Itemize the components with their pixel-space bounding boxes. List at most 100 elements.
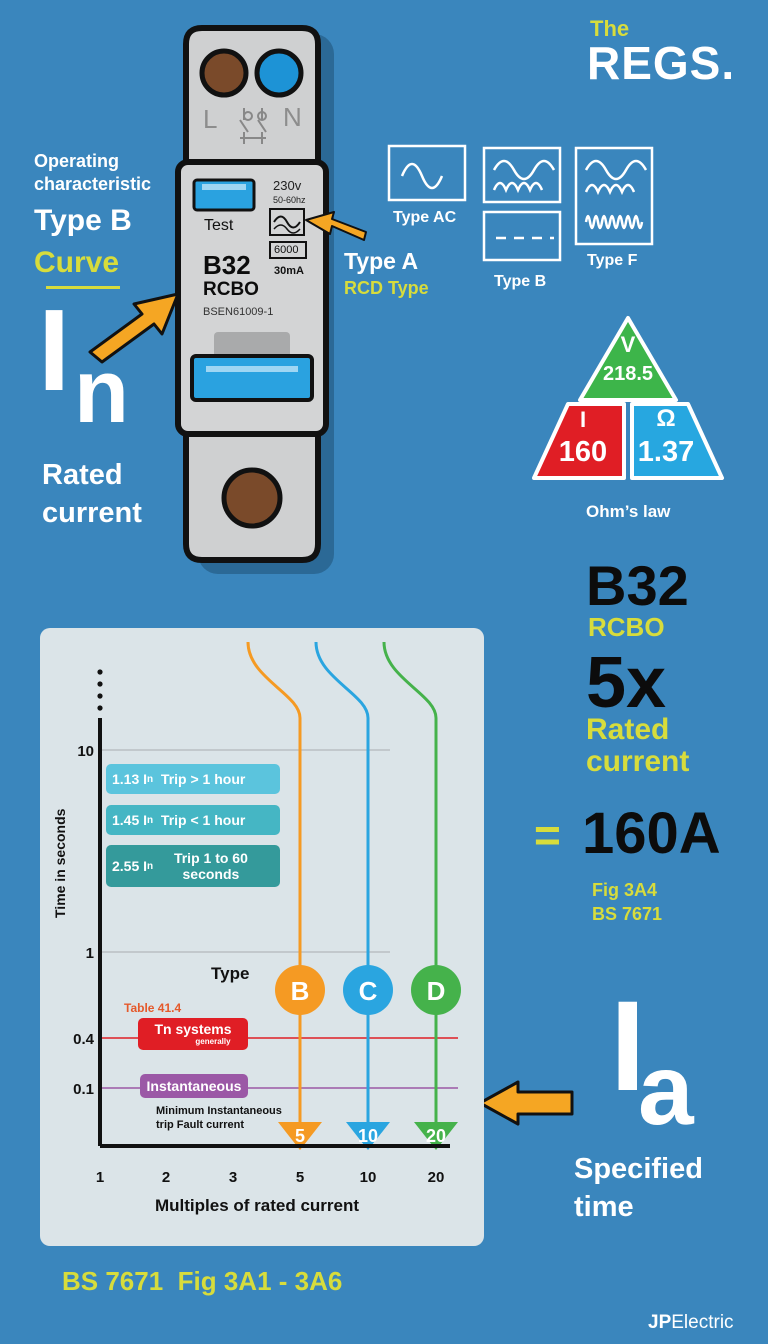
spec-line1: Specified: [574, 1153, 703, 1185]
specified-time-label: Specified time: [574, 1150, 703, 1226]
fig-reference: Fig 3A4 BS 7671: [592, 878, 662, 926]
x-tick-label-20: 20: [428, 1169, 445, 1186]
y-tick-label-0-4: 0.4: [73, 1031, 95, 1048]
ohms-v-segment: [578, 316, 678, 402]
min-note-line1: Minimum Instantaneous: [156, 1105, 282, 1117]
rated-current-right: Rated current: [586, 714, 689, 778]
test-label: Test: [204, 217, 234, 234]
type-b-sine-icon: [492, 159, 556, 181]
ohms-i-segment: [532, 402, 626, 480]
type-a-symbol-box: [269, 208, 305, 236]
arrow-to-type-a-icon: [305, 211, 367, 241]
y-tick-label-0-1: 0.1: [73, 1081, 94, 1098]
ohms-r-label: Ω: [656, 405, 676, 432]
type-f-hf-icon: [584, 214, 644, 230]
rcd-type-label: RCD Type: [344, 278, 429, 298]
fig-line: Fig 3A4: [592, 880, 658, 900]
type-f-label: Type F: [587, 252, 638, 269]
curve-underline: [46, 286, 120, 289]
terminal-n-label: N: [283, 102, 302, 132]
type-b-label: Type B: [34, 204, 132, 237]
trip-note-3-sub: n: [147, 860, 154, 872]
ohms-i-value: 160: [558, 436, 608, 468]
min-note-line2: trip Fault current: [156, 1119, 245, 1131]
test-button-highlight: [202, 184, 246, 190]
toggle-highlight: [206, 366, 298, 372]
type-b-box-top: [482, 146, 562, 204]
on-off-toggle[interactable]: [190, 354, 314, 402]
trip-note-1-text: Trip > 1 hour: [160, 771, 246, 787]
spec-line2: time: [574, 1191, 634, 1223]
fault-current-amps: 160A: [582, 801, 721, 866]
type-b-rcd-label: Type B: [494, 273, 547, 290]
trip-note-3-text: Trip 1 to 60 seconds: [173, 850, 248, 882]
curve-badge-c: [343, 965, 393, 1015]
type-ac-label: Type AC: [393, 209, 457, 226]
brand-the: The: [590, 16, 630, 41]
trip-curve-d: [382, 641, 438, 1124]
x-tick-label-5: 5: [296, 1169, 304, 1186]
table-41-4-note: Table 41.4: [124, 1001, 182, 1015]
operating-line2: characteristic: [34, 174, 152, 194]
curve-badge-d: [411, 965, 461, 1015]
footer-reference: BS 7671 Fig 3A1 - 3A6: [62, 1266, 343, 1296]
y-axis-continuation-dot-2: [97, 693, 103, 699]
y-tick-label-10: 10: [77, 743, 94, 760]
chart-x-axis-label: Multiples of rated current: [155, 1196, 360, 1215]
curve-badge-label-c: C: [359, 976, 378, 1006]
rated-line2: current: [42, 497, 142, 529]
instantaneous-badge: Instantaneous: [140, 1074, 248, 1098]
rated-current-label: Rated current: [42, 456, 142, 532]
five-times: 5x: [586, 643, 667, 723]
device-top-housing: [183, 25, 321, 173]
curve-marker-label-c: 10: [358, 1126, 378, 1146]
rated-line1: Rated: [42, 459, 123, 491]
ohms-i-label: I: [579, 407, 587, 432]
frequency-rating: 50-60hz: [273, 195, 306, 205]
type-b-pulse-icon: [492, 181, 544, 194]
min-instantaneous-note: Minimum Instantaneous trip Fault current: [156, 1104, 282, 1132]
circuit-symbol-icon: [239, 108, 267, 144]
ohms-law-caption: Ohm’s law: [586, 502, 671, 521]
ia-symbol-a: a: [638, 1034, 694, 1146]
curve-badge-label-d: D: [427, 976, 446, 1006]
breaking-capacity: 6000: [274, 244, 299, 256]
rated-right-line2: current: [586, 745, 690, 778]
chart-type-label: Type: [211, 964, 250, 983]
trip-curve-c: [314, 641, 370, 1124]
type-ac-box: [387, 144, 467, 202]
ohms-v-label: V: [620, 332, 636, 357]
terminal-neutral-screw: [254, 48, 304, 98]
y-axis-continuation-dot-0: [97, 669, 103, 675]
ohms-v-value: 218.5: [602, 363, 654, 385]
tn-systems-badge: Tn systems generally: [138, 1018, 248, 1050]
trip-note-1-mult: 1.13: [112, 771, 140, 787]
arrow-to-device-icon: [88, 292, 180, 364]
trip-note-3-mult: 2.55: [112, 858, 140, 874]
curve-badge-label-b: B: [291, 976, 310, 1006]
rated-right-line1: Rated: [586, 713, 670, 746]
ia-symbol-i: I: [610, 975, 646, 1118]
curve-marker-label-d: 20: [426, 1126, 446, 1146]
trip-note-2-sub: n: [147, 814, 154, 826]
x-tick-label-10: 10: [360, 1169, 377, 1186]
brand-regs-logo: REGS.: [587, 37, 736, 89]
tn-systems-sublabel: generally: [195, 1037, 231, 1046]
ohms-r-segment: [630, 402, 724, 480]
trip-curve-b: [246, 641, 302, 1124]
curve-marker-label-b: 5: [295, 1126, 305, 1146]
terminal-l-label: L: [203, 104, 218, 134]
type-f-sine-icon: [584, 159, 648, 181]
x-tick-label-3: 3: [229, 1169, 237, 1186]
equals-sign: =: [534, 809, 561, 861]
type-a-label: Type A: [344, 248, 419, 274]
type-b-box-bottom: [482, 210, 562, 262]
curve-marker-d: [414, 1122, 458, 1150]
sensitivity-rating: 30mA: [274, 265, 304, 277]
bottom-terminal-screw: [221, 467, 283, 529]
trip-note-2-mult: 1.45: [112, 812, 140, 828]
